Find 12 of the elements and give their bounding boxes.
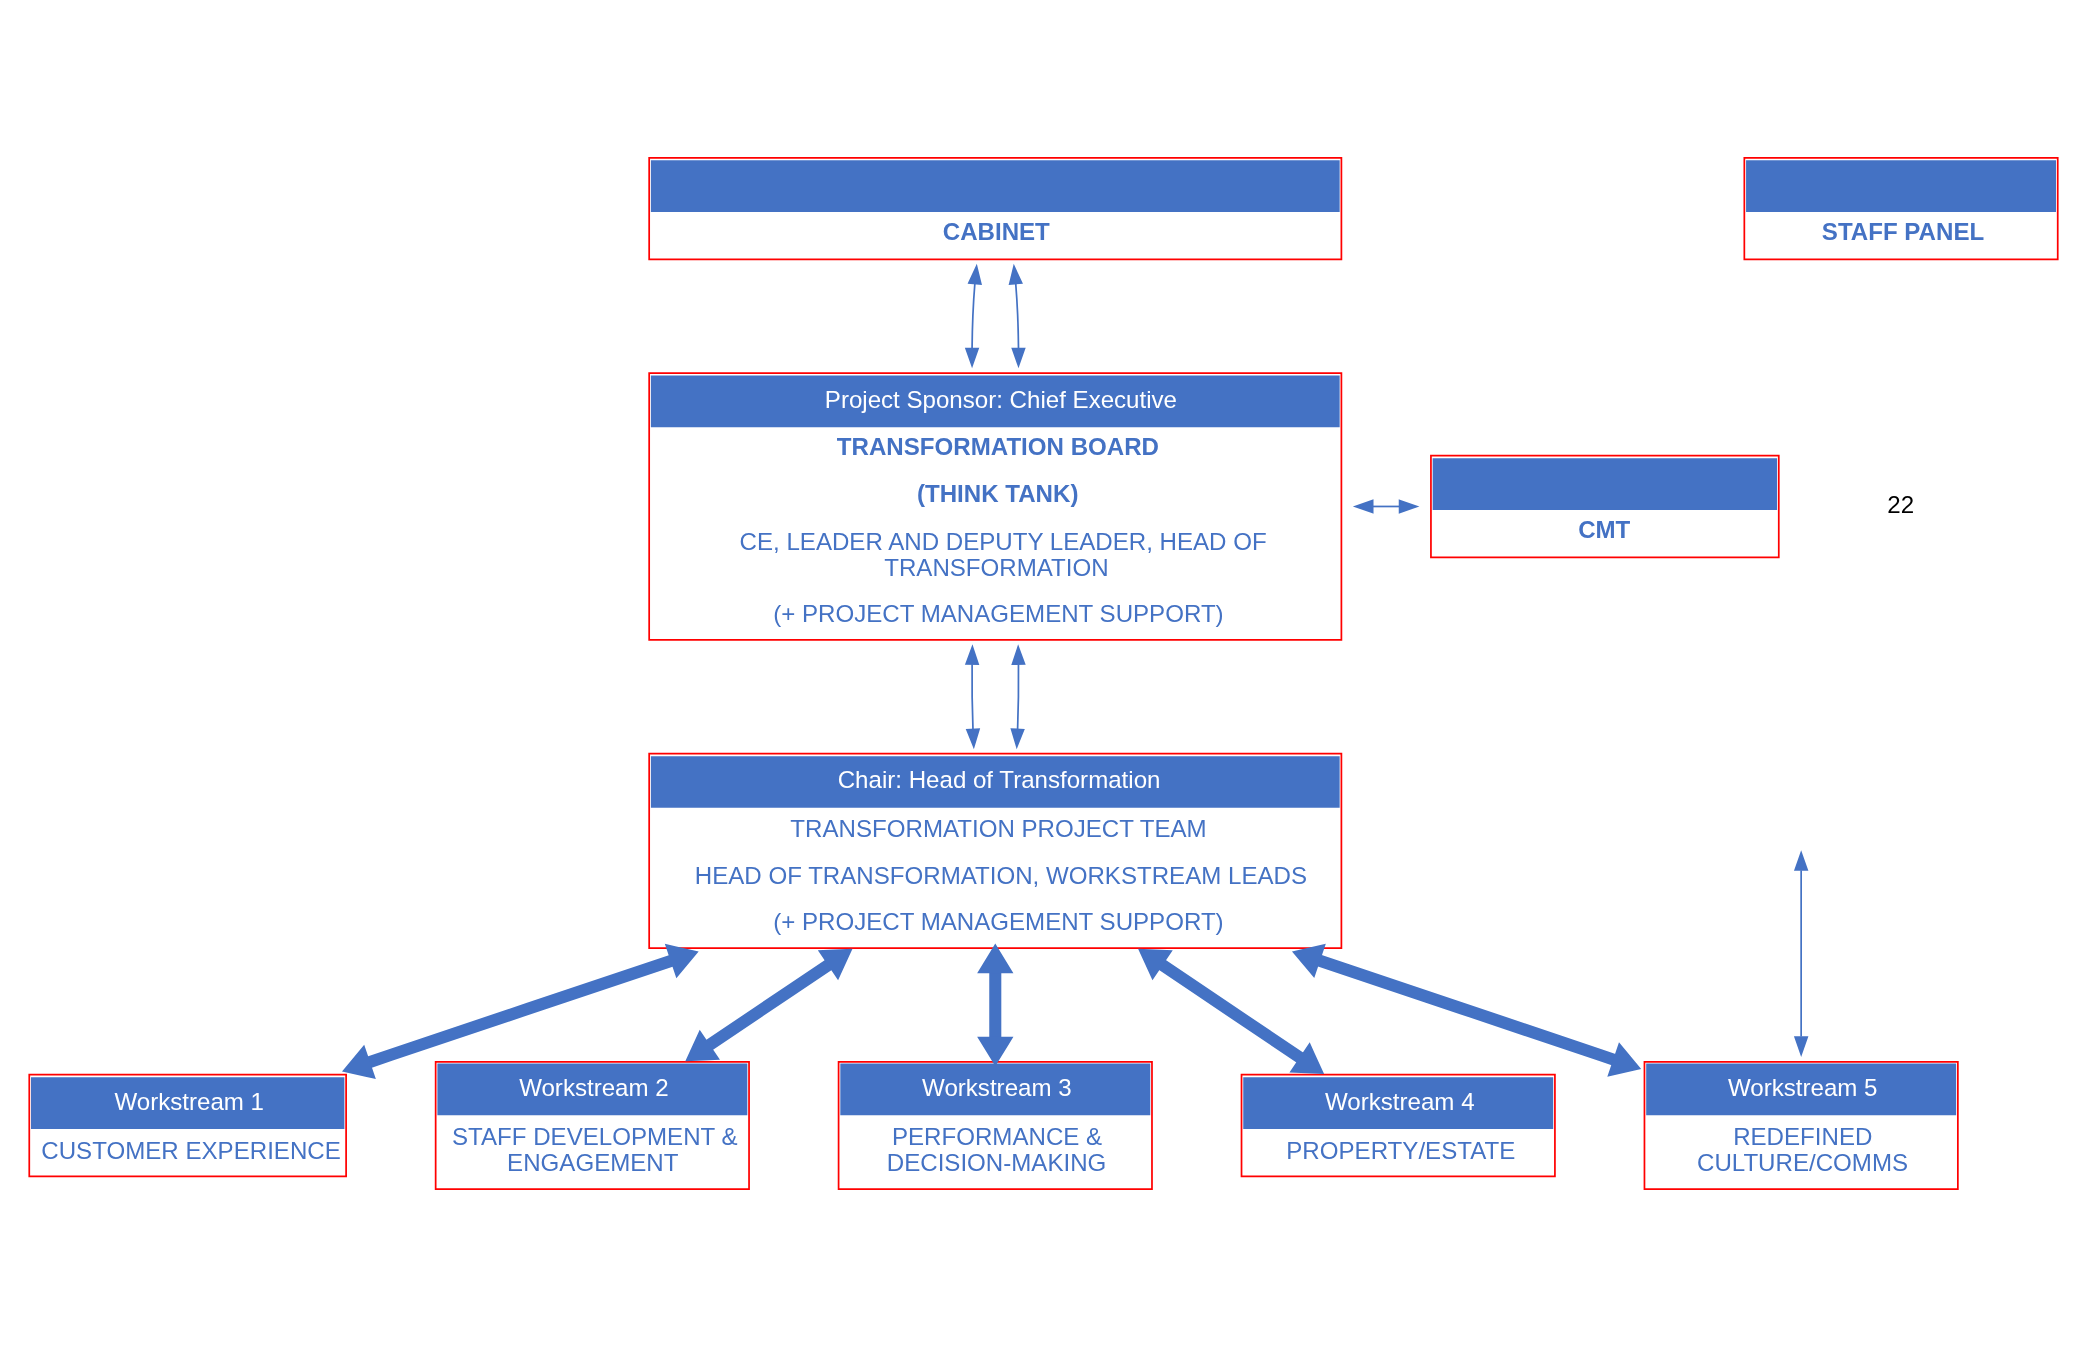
arrow	[1352, 498, 1420, 514]
arrow	[685, 948, 853, 1061]
arrow	[964, 643, 981, 749]
arrow	[1138, 948, 1325, 1074]
label: 22	[1887, 490, 1915, 518]
arrow	[964, 263, 982, 368]
arrow	[1010, 643, 1026, 749]
arrow	[1793, 849, 1809, 1057]
arrow	[342, 943, 699, 1079]
arrow	[1291, 943, 1642, 1077]
arrow	[1008, 263, 1026, 368]
arrow	[977, 943, 1014, 1066]
